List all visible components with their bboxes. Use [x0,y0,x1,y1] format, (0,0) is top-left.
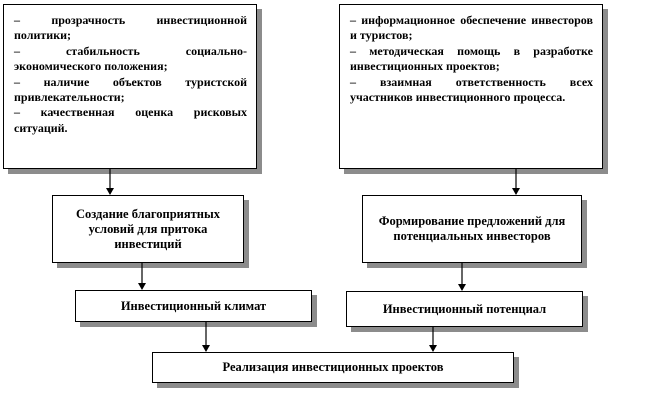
investment-potential-label: Инвестиционный потенциал [382,301,547,316]
investment-climate-label: Инвестиционный климат [120,298,267,313]
favorable-conditions-box: Создание благоприятных условий для прито… [52,195,244,263]
list-item: – взаимная ответственность всех участник… [350,74,593,105]
project-implementation-box: Реализация инвестиционных проектов [152,352,514,383]
list-item: – прозрачность инвестиционной политики; [14,13,247,43]
investor-proposals-box: Формирование предложений для потенциальн… [362,195,582,263]
list-item: – информационное обеспечение инвесторов … [350,13,593,43]
support-list-box: – информационное обеспечение инвесторов … [339,4,603,169]
conditions-list-box: – прозрачность инвестиционной политики; … [3,4,257,169]
list-item: – качественная оценка рисковых ситуаций. [14,105,247,135]
list-item: – методическая помощь в разработке инвес… [350,43,593,74]
investment-potential-box: Инвестиционный потенциал [346,291,583,327]
investment-climate-box: Инвестиционный климат [75,290,312,322]
investor-proposals-label: Формирование предложений для потенциальн… [378,214,566,243]
list-item: – стабильность социально-экономического … [14,43,247,74]
favorable-conditions-label: Создание благоприятных условий для прито… [75,206,220,251]
list-item: – наличие объектов туристской привлекате… [14,74,247,105]
project-implementation-label: Реализация инвестиционных проектов [222,360,444,374]
